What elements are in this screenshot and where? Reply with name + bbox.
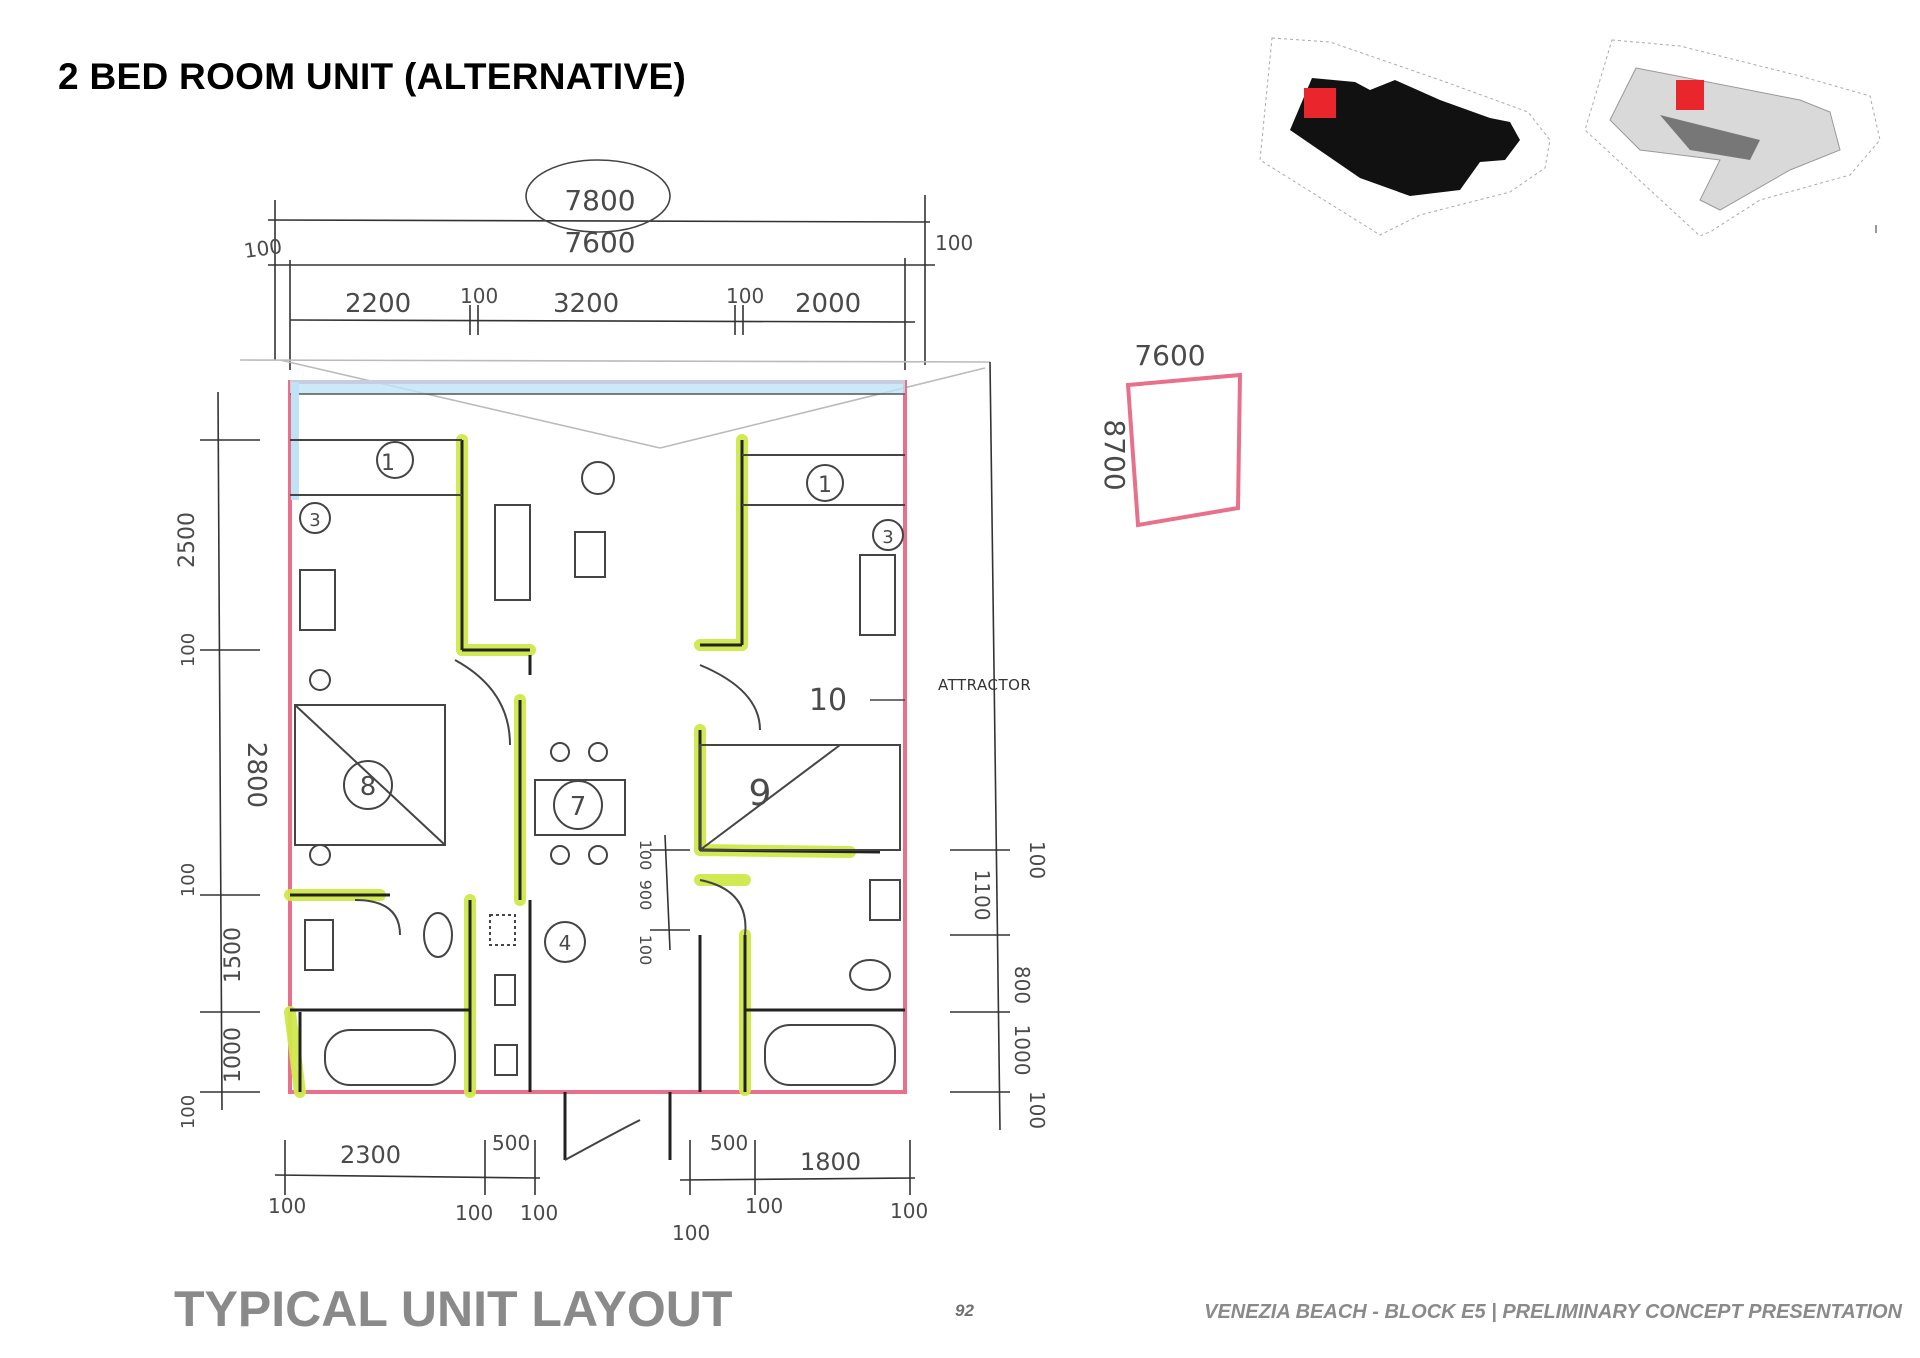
dim-mid-3: 100 (636, 935, 655, 966)
dim-seg-2: 100 (460, 284, 498, 308)
dim-left-5: 1500 (221, 927, 246, 983)
dim-bottom-3: 500 (710, 1131, 748, 1155)
dim-right-3: 800 (1010, 966, 1034, 1004)
dim-seg-1: 2200 (345, 289, 411, 319)
dim-mid-1: 100 (636, 840, 655, 871)
dim-right-4: 1000 (1010, 1025, 1034, 1076)
dim-left-7: 100 (178, 1095, 199, 1129)
unit-location-marker (1304, 88, 1336, 118)
dim-right-2: 1100 (970, 870, 994, 921)
room-tag-1-right: 1 (818, 473, 832, 498)
footer-project-title: VENEZIA BEACH - BLOCK E5 | PRELIMINARY C… (1204, 1301, 1902, 1323)
dim-seg-4: 100 (726, 284, 764, 308)
dim-total: 7600 (564, 226, 635, 259)
key-plan-height: 8700 (1098, 419, 1131, 490)
window-band (290, 380, 905, 394)
site-key-plan-light (1584, 39, 1881, 237)
dim-bottom-8: 100 (672, 1221, 710, 1245)
key-plan-width: 7600 (1134, 339, 1205, 372)
dim-left-2: 100 (178, 633, 199, 667)
footer-section-title: TYPICAL UNIT LAYOUT (174, 1281, 733, 1337)
dim-total-circled: 7800 (564, 184, 635, 217)
dim-bottom-10: 100 (890, 1199, 928, 1223)
dim-right-wall: 100 (935, 231, 973, 255)
room-tag-7: 7 (570, 792, 587, 822)
dim-bottom-9: 100 (745, 1194, 783, 1218)
room-tag-10: 10 (809, 683, 847, 718)
room-tag-1-left: 1 (381, 451, 395, 476)
room-tag-8: 8 (360, 772, 377, 802)
dim-left-1: 2500 (175, 512, 200, 568)
room-tag-9: 9 (749, 773, 772, 814)
room-tag-3-left: 3 (309, 510, 320, 531)
dim-bottom-6: 100 (455, 1201, 493, 1225)
page-title: 2 BED ROOM UNIT (ALTERNATIVE) (58, 56, 687, 97)
dim-bottom-5: 100 (268, 1194, 306, 1218)
dim-bottom-4: 1800 (800, 1148, 861, 1176)
dim-left-4: 100 (178, 863, 199, 897)
unit-outline (288, 380, 907, 1094)
attractor-label: ATTRACTOR (938, 676, 1031, 694)
dim-bottom-7: 100 (520, 1201, 558, 1225)
dim-left-wall: 100 (242, 234, 283, 263)
room-tag-3-right: 3 (882, 527, 893, 548)
dim-seg-5: 2000 (795, 289, 861, 319)
dim-seg-3: 3200 (553, 289, 619, 319)
page-number: 92 (955, 1301, 974, 1320)
dim-right-5: 100 (1025, 1091, 1049, 1129)
room-tag-circle-1 (376, 441, 414, 479)
site-key-plan-dark (1259, 37, 1551, 236)
key-plan-rectangle (1125, 372, 1243, 528)
dim-left-3: 2800 (241, 742, 271, 808)
dim-bottom-1: 2300 (340, 1141, 401, 1169)
dim-right-1: 100 (1025, 841, 1049, 879)
room-tag-4: 4 (559, 931, 572, 955)
dim-bottom-2: 500 (492, 1131, 530, 1155)
dim-left-6: 1000 (221, 1027, 246, 1083)
dim-mid-2: 900 (636, 880, 655, 911)
